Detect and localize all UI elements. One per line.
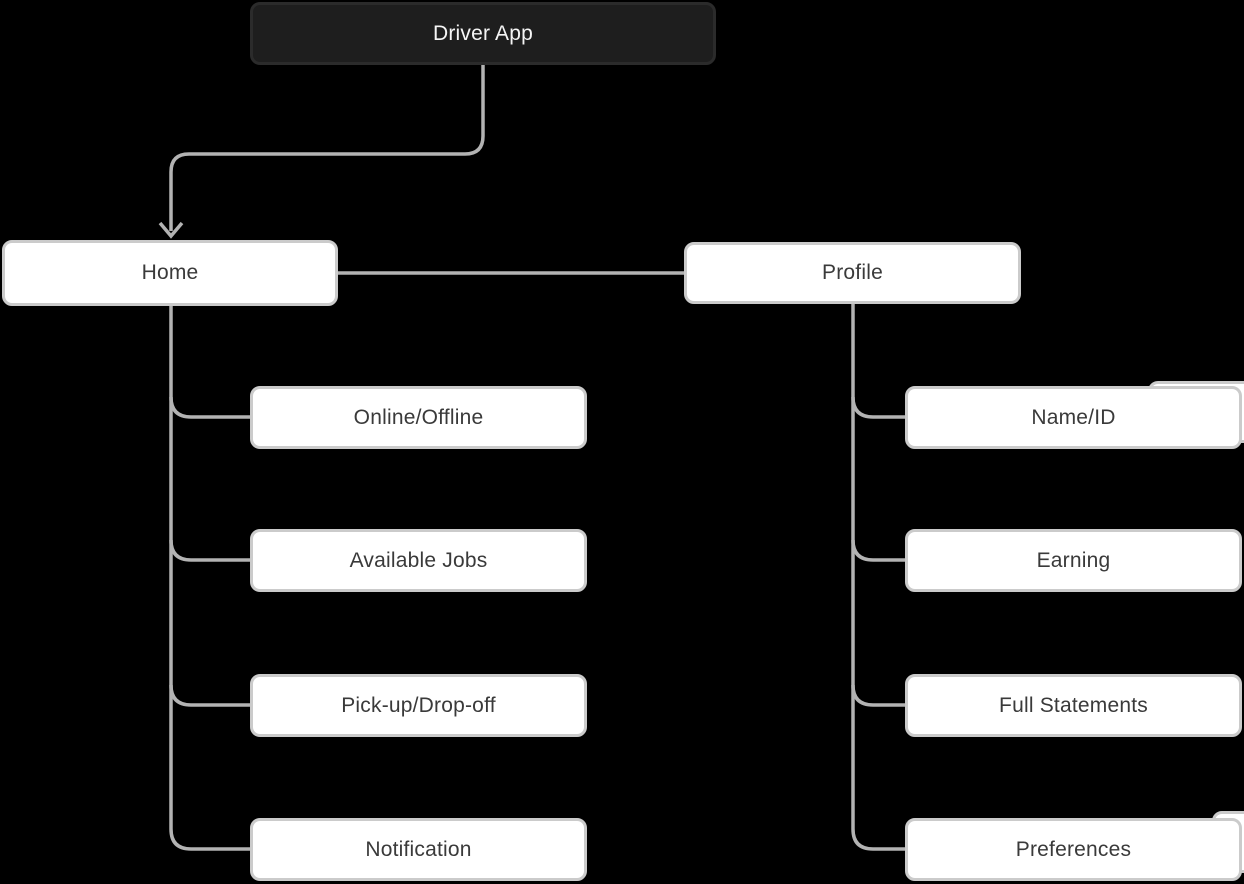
node-online-offline[interactable]: Online/Offline [250,386,587,449]
node-online-offline-label: Online/Offline [353,405,484,429]
node-home-label: Home [141,261,199,284]
edge-profile-to-earning [851,539,905,562]
node-earning-label: Earning [1036,548,1111,572]
edge-home-trunk [169,306,250,851]
node-profile-label: Profile [822,261,883,284]
edge-profile-to-full-statements [851,684,905,707]
edge-profile-trunk [851,304,905,851]
node-preferences-label: Preferences [1015,837,1132,861]
node-available-jobs-label: Available Jobs [349,548,488,572]
edge-driver-to-home [169,65,485,231]
node-pickup-dropoff[interactable]: Pick-up/Drop-off [250,674,587,737]
node-full-statements[interactable]: Full Statements [905,674,1242,737]
node-full-statements-label: Full Statements [999,693,1148,717]
node-available-jobs[interactable]: Available Jobs [250,529,587,592]
edge-profile-to-name-id [851,396,905,419]
edge-home-to-online-offline [169,396,250,419]
node-name-id-label: Name/ID [1031,405,1116,429]
edge-home-to-pickup-dropoff [169,684,250,707]
node-pickup-dropoff-label: Pick-up/Drop-off [341,693,496,717]
node-profile[interactable]: Profile [684,242,1021,304]
arrowhead-down-icon [158,221,184,239]
node-driver-app[interactable]: Driver App [250,2,716,65]
node-notification-label: Notification [365,837,472,861]
node-home[interactable]: Home [2,240,338,306]
edge-home-to-available-jobs [169,539,250,562]
node-earning[interactable]: Earning [905,529,1242,592]
node-preferences[interactable]: Preferences [905,818,1242,881]
node-driver-app-label: Driver App [432,21,534,45]
node-name-id[interactable]: Name/ID [905,386,1242,449]
node-notification[interactable]: Notification [250,818,587,881]
